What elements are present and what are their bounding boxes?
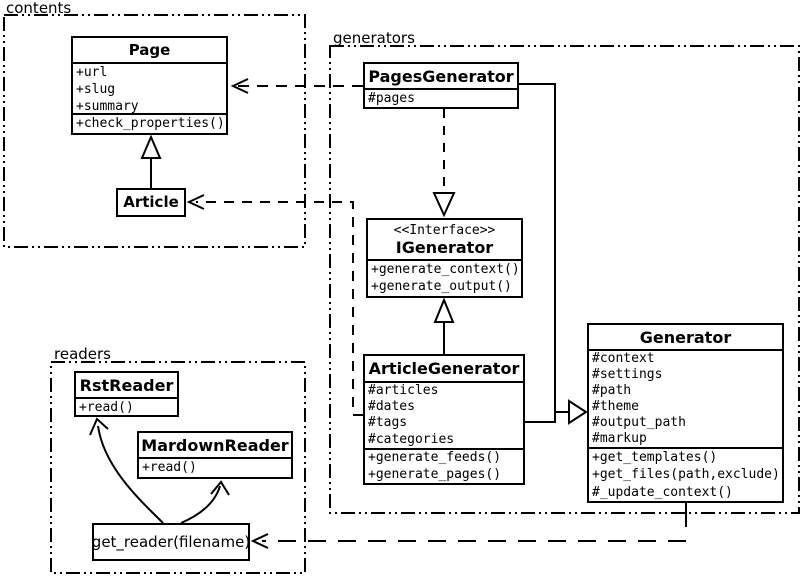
- class-box-articlegenerator: ArticleGenerator #articles #dates #tags …: [363, 354, 525, 485]
- class-name-mardownreader: MardownReader: [139, 433, 291, 459]
- class-box-generator: Generator #context #settings #path #them…: [587, 323, 784, 503]
- method: +generate_pages(): [368, 466, 502, 482]
- attribute: #context: [592, 351, 655, 366]
- methods-section: +get_templates() +get_files(path,exclude…: [589, 449, 782, 501]
- attribute: #output_path: [592, 415, 686, 430]
- package-border-generators: [329, 45, 800, 514]
- class-name-page: Page: [73, 38, 226, 64]
- attribute: #path: [592, 383, 632, 398]
- package-border-readers: [50, 361, 306, 574]
- attributes-section: #articles #dates #tags #categories: [365, 383, 523, 450]
- attributes-section: #context #settings #path #theme #output_…: [589, 351, 782, 449]
- class-box-article: Article: [116, 188, 186, 217]
- package-label-generators: generators: [333, 29, 415, 47]
- attribute: #theme: [592, 399, 639, 414]
- package-label-readers: readers: [54, 345, 111, 363]
- method: +generate_output(): [371, 279, 512, 294]
- package-border-contents: [3, 14, 306, 248]
- class-box-mardownreader: MardownReader +read(): [137, 431, 293, 479]
- relation-articlegenerator-article: [186, 194, 363, 416]
- class-name-articlegenerator: ArticleGenerator: [365, 356, 523, 383]
- class-name-generator: Generator: [589, 325, 782, 351]
- function-box-getreader: get_reader(filename): [92, 523, 250, 561]
- relation-pagesgenerator-igenerator: [432, 109, 456, 218]
- relation-getreader-rstreader: [89, 417, 164, 524]
- relation-article-page: [140, 134, 162, 188]
- method: +read(): [79, 400, 134, 415]
- attributes-section: #pages: [365, 90, 517, 107]
- attribute: +url: [76, 65, 108, 80]
- attribute: #categories: [368, 431, 455, 447]
- class-title-igenerator: <<Interface>> IGenerator: [368, 220, 521, 261]
- attribute: +slug: [76, 82, 116, 97]
- class-box-pagesgenerator: PagesGenerator #pages: [363, 62, 519, 109]
- method: +get_templates(): [592, 450, 718, 465]
- methods-section: +generate_feeds() +generate_pages(): [365, 450, 523, 483]
- method: +check_properties(): [76, 116, 225, 131]
- attribute: #tags: [368, 415, 408, 431]
- relation-getreader-mardownreader: [180, 480, 230, 524]
- method: +read(): [142, 460, 197, 475]
- relation-generators-generator: [519, 83, 588, 425]
- methods-section: +check_properties(): [73, 115, 226, 133]
- class-name-igenerator: IGenerator: [395, 237, 494, 257]
- attribute: +summary: [76, 99, 139, 114]
- methods-section: +read(): [76, 399, 177, 415]
- method: +generate_context(): [371, 262, 520, 277]
- attribute: #dates: [368, 399, 415, 415]
- class-name-pagesgenerator: PagesGenerator: [365, 64, 517, 90]
- class-box-page: Page +url +slug +summary +check_properti…: [71, 36, 228, 135]
- class-name-rstreader: RstReader: [76, 373, 177, 399]
- attribute: #pages: [368, 91, 415, 106]
- attribute: #markup: [592, 431, 647, 446]
- methods-section: +read(): [139, 459, 291, 477]
- class-box-igenerator: <<Interface>> IGenerator +generate_conte…: [366, 218, 523, 298]
- attribute: #articles: [368, 383, 439, 398]
- methods-section: +generate_context() +generate_output(): [368, 261, 521, 296]
- method: +get_files(path,exclude): [592, 467, 780, 483]
- class-name-article: Article: [123, 193, 179, 211]
- stereotype-label: <<Interface>>: [393, 222, 496, 238]
- attributes-section: +url +slug +summary: [73, 64, 226, 115]
- class-box-rstreader: RstReader +read(): [74, 371, 179, 417]
- package-label-contents: contents: [6, 0, 72, 17]
- method: #_update_context(): [592, 484, 733, 500]
- relation-pagesgenerator-page: [230, 78, 363, 94]
- relation-articlegenerator-igenerator: [433, 297, 455, 354]
- relation-generator-getreader: [250, 503, 687, 549]
- attribute: #settings: [592, 367, 663, 382]
- method: +generate_feeds(): [368, 450, 502, 465]
